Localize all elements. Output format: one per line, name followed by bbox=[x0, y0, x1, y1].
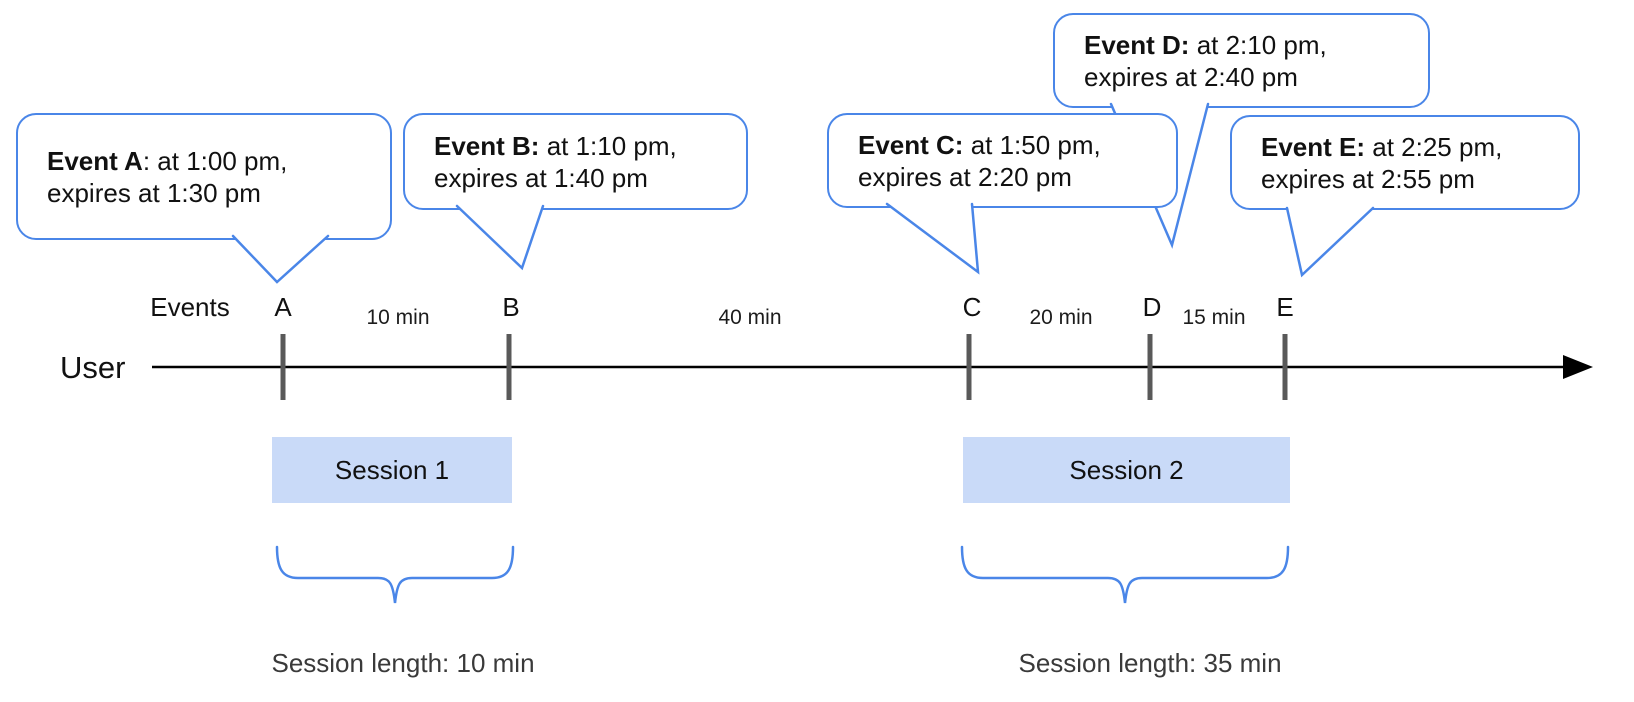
callout-event-time: : at 1:00 pm, bbox=[142, 145, 288, 176]
callout-line2: expires at 2:20 pm bbox=[858, 161, 1072, 192]
callout-event-name: Event E: bbox=[1261, 131, 1366, 162]
callout-event-name: Event D: bbox=[1084, 29, 1190, 60]
callout-line2: expires at 2:40 pm bbox=[1084, 61, 1298, 92]
session2-box: Session 2 bbox=[963, 437, 1290, 503]
session2-label: Session 2 bbox=[1069, 454, 1184, 485]
event-b-callout: Event B: at 1:10 pm, expires at 1:40 pm bbox=[403, 113, 748, 210]
callout-line1: Event E: at 2:25 pm, bbox=[1261, 131, 1558, 163]
callout-event-time: at 2:25 pm, bbox=[1365, 131, 1503, 162]
session1-box: Session 1 bbox=[272, 437, 512, 503]
marker-label-d: D bbox=[1142, 292, 1162, 322]
timeline-arrowhead-icon bbox=[1563, 355, 1593, 379]
callout-event-name: Event C: bbox=[858, 129, 964, 160]
callout-event-time: at 2:10 pm, bbox=[1189, 29, 1327, 60]
interval-label-de: 15 min bbox=[1182, 306, 1246, 329]
session2-length-label: Session length: 35 min bbox=[1018, 648, 1282, 678]
callout-event-time: at 1:50 pm, bbox=[963, 129, 1101, 160]
marker-label-a: A bbox=[274, 292, 292, 322]
callout-line2: expires at 2:55 pm bbox=[1261, 163, 1475, 194]
callout-event-name: Event B: bbox=[434, 130, 540, 161]
callout-line1: Event C: at 1:50 pm, bbox=[858, 129, 1156, 161]
session1-label: Session 1 bbox=[334, 454, 450, 485]
marker-label-e: E bbox=[1276, 292, 1294, 322]
interval-label-cd: 20 min bbox=[1029, 306, 1093, 329]
event-a-callout: Event A: at 1:00 pm, expires at 1:30 pm bbox=[16, 113, 392, 240]
callout-event-time: at 1:10 pm, bbox=[539, 130, 677, 161]
session1-underbrace bbox=[275, 545, 515, 604]
event-e-callout: Event E: at 2:25 pm, expires at 2:55 pm bbox=[1230, 115, 1580, 210]
session1-length-label: Session length: 10 min bbox=[271, 648, 535, 678]
callout-line2: expires at 1:40 pm bbox=[434, 162, 648, 193]
events-label: Events bbox=[150, 292, 230, 322]
callout-line1: Event B: at 1:10 pm, bbox=[434, 130, 726, 162]
marker-label-c: C bbox=[962, 292, 982, 322]
interval-label-ab: 10 min bbox=[366, 306, 430, 329]
event-d-callout: Event D: at 2:10 pm, expires at 2:40 pm bbox=[1053, 13, 1430, 108]
session2-underbrace bbox=[960, 545, 1290, 604]
callout-line1: Event A: at 1:00 pm, bbox=[47, 145, 370, 177]
event-c-callout: Event C: at 1:50 pm, expires at 2:20 pm bbox=[827, 113, 1178, 208]
callout-line2: expires at 1:30 pm bbox=[47, 177, 261, 208]
interval-label-bc: 40 min bbox=[718, 306, 782, 329]
callout-line1: Event D: at 2:10 pm, bbox=[1084, 29, 1408, 61]
marker-label-b: B bbox=[502, 292, 520, 322]
user-label: User bbox=[60, 350, 126, 385]
callout-event-name: Event A bbox=[47, 145, 143, 176]
